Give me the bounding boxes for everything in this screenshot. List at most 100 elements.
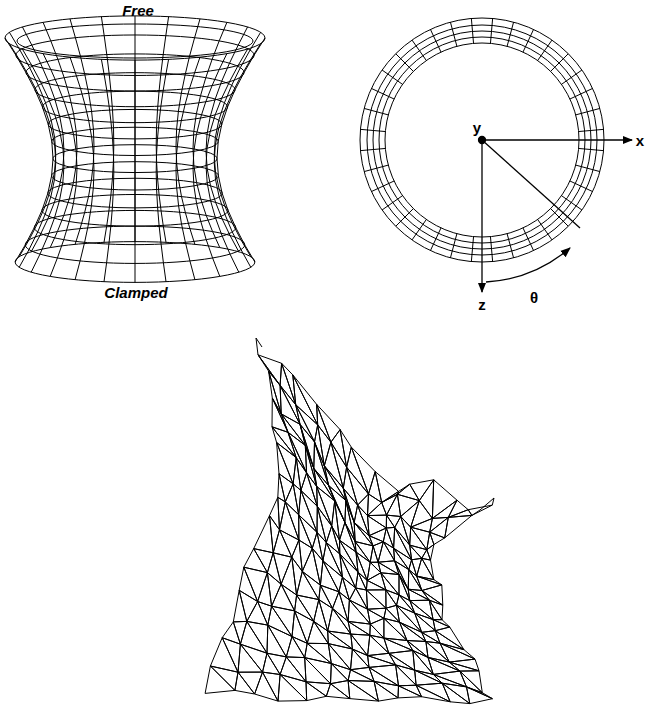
mesh-triangle xyxy=(397,605,422,632)
mesh-triangle xyxy=(408,570,422,591)
mesh-triangle xyxy=(382,494,398,515)
mesh-triangle xyxy=(305,658,332,684)
mesh-triangle xyxy=(319,585,333,608)
boundary-label: Free xyxy=(122,3,154,18)
mesh-triangle xyxy=(366,580,385,590)
mesh-triangle xyxy=(449,662,479,671)
mesh-meridian xyxy=(9,32,55,256)
ring-radial xyxy=(507,234,513,258)
mesh-triangle xyxy=(347,467,369,505)
mesh-triangle xyxy=(368,503,387,516)
mesh-triangle xyxy=(328,644,352,670)
mesh-triangle xyxy=(254,516,274,553)
mesh-triangle xyxy=(410,527,427,550)
mesh-triangle xyxy=(348,681,378,702)
mesh-triangle xyxy=(333,592,349,622)
mesh-triangle xyxy=(410,545,422,560)
mesh-triangle xyxy=(205,666,235,693)
ring-radial xyxy=(561,196,581,210)
mesh-spike xyxy=(256,338,262,355)
mesh-triangle xyxy=(317,404,341,442)
mesh-meridian xyxy=(193,22,227,247)
mesh-triangle xyxy=(395,561,409,589)
mesh-triangle xyxy=(429,600,443,620)
mesh-triangle xyxy=(270,497,280,530)
ring-radial xyxy=(412,40,426,60)
mesh-triangle xyxy=(409,560,417,576)
mesh-triangle xyxy=(348,600,370,624)
mesh-triangle xyxy=(368,608,387,618)
ring-radial xyxy=(471,18,473,43)
deformed-mesh xyxy=(205,338,494,704)
mesh-triangle xyxy=(326,526,340,554)
mesh-triangle xyxy=(332,501,340,540)
mesh-triangle xyxy=(467,687,493,704)
mesh-triangle xyxy=(407,641,428,658)
mesh-triangle xyxy=(415,613,436,632)
mesh-triangle xyxy=(346,501,355,542)
mesh-triangle xyxy=(348,681,378,702)
ring-radial xyxy=(576,165,600,171)
mesh-triangle xyxy=(389,651,415,671)
mesh-triangle xyxy=(244,549,268,573)
mesh-triangle xyxy=(269,371,282,414)
mesh-triangle xyxy=(297,595,319,621)
mesh-triangle xyxy=(409,570,422,591)
mesh-triangle xyxy=(349,588,367,609)
mesh-meridian xyxy=(156,59,168,281)
mesh-triangle xyxy=(355,542,370,563)
mesh-triangle xyxy=(395,561,409,589)
mesh-triangle xyxy=(233,590,247,622)
ring-radial xyxy=(450,234,456,258)
mesh-meridian xyxy=(193,54,227,277)
mesh-triangle xyxy=(445,515,472,538)
mesh-triangle xyxy=(422,585,443,605)
axes xyxy=(479,137,633,293)
axis-label: x xyxy=(636,133,644,148)
mesh-spike xyxy=(472,498,494,515)
mesh-triangle xyxy=(286,637,304,658)
ring-radial xyxy=(364,108,388,114)
mesh-meridian xyxy=(206,27,248,252)
axis-label: y xyxy=(473,120,481,135)
y-axis-dot xyxy=(479,137,486,144)
ring-radial xyxy=(576,108,600,114)
mesh-triangle xyxy=(317,404,331,442)
ring-radial xyxy=(412,219,426,239)
ring-radial xyxy=(570,181,593,192)
mesh-triangle xyxy=(398,686,422,698)
mesh-rim xyxy=(17,24,253,58)
ring-radial xyxy=(523,29,534,52)
mesh-triangle xyxy=(329,486,346,523)
ring-radial xyxy=(396,209,414,227)
ring-radial xyxy=(371,181,394,192)
mesh-triangle xyxy=(258,573,272,607)
mesh-triangle xyxy=(410,545,427,558)
mesh-triangle xyxy=(263,653,281,674)
mesh-triangle xyxy=(255,672,278,701)
ring-radial xyxy=(471,237,473,262)
ring-radial xyxy=(523,228,534,251)
mesh-triangle xyxy=(408,589,429,600)
mesh-triangle xyxy=(366,590,386,609)
mesh-meridian xyxy=(135,16,136,242)
mesh-triangle xyxy=(435,631,464,650)
mesh-triangle xyxy=(307,621,328,643)
mesh-triangle xyxy=(305,445,316,486)
mesh-triangle xyxy=(320,561,339,592)
mesh-triangle xyxy=(356,572,367,590)
mesh-triangle xyxy=(299,515,313,549)
mesh-triangle xyxy=(318,425,331,466)
ring-radial xyxy=(490,18,492,43)
ring-radial xyxy=(538,40,552,60)
ring-radial xyxy=(570,88,593,99)
mesh-triangle xyxy=(387,494,401,516)
mesh-triangle xyxy=(378,542,395,563)
ring-radial xyxy=(561,70,581,84)
mesh-triangle xyxy=(366,590,386,608)
mesh-triangle xyxy=(408,589,429,600)
ring-radial xyxy=(382,70,402,84)
mesh-meridian xyxy=(5,38,53,262)
mesh-triangle xyxy=(384,618,407,640)
